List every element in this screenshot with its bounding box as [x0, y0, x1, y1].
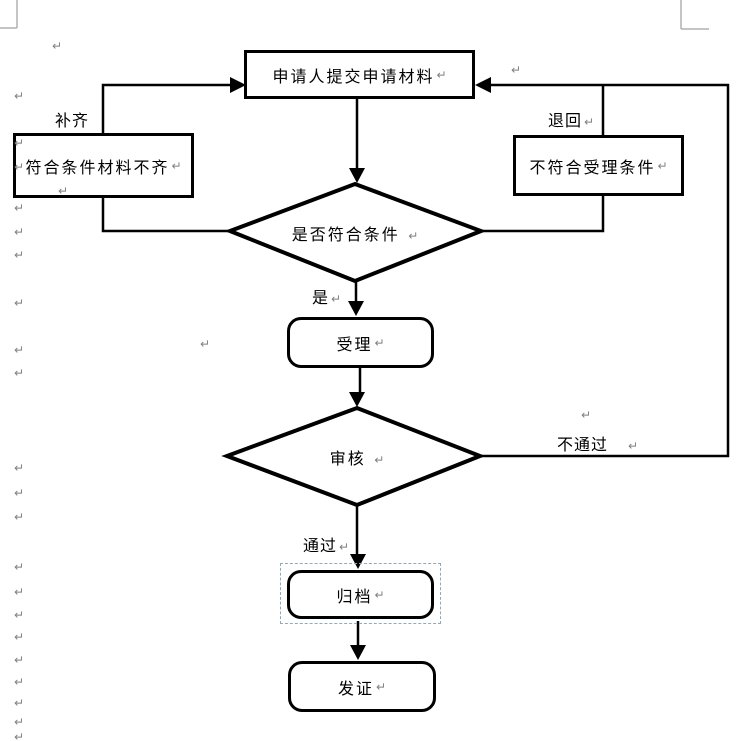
review-diamond-label: 审核 ↵ [329, 451, 385, 468]
paragraph-mark-icon: ↵ [14, 296, 25, 310]
edge-review-fail-loop [480, 83, 730, 458]
paragraph-mark-icon: ↵ [14, 560, 25, 574]
paragraph-mark-icon: ↵ [374, 587, 385, 602]
paragraph-mark-icon: ↵ [58, 184, 69, 198]
paragraph-mark-icon: ↵ [581, 408, 592, 422]
paragraph-mark-icon: ↵ [14, 248, 25, 262]
edge-label-yes: 是↵ [312, 290, 342, 307]
arrowhead-into-submit-right [475, 77, 491, 93]
arrowhead-into-check [349, 168, 365, 183]
node-reject-label: 不符合受理条件 [529, 159, 656, 177]
paragraph-mark-icon: ↵ [14, 461, 25, 475]
node-archive-label: 归档 [336, 588, 373, 606]
paragraph-mark-icon: ↵ [375, 679, 387, 694]
paragraph-mark-icon: ↵ [628, 439, 639, 453]
node-reject[interactable]: 不符合受理条件 ↵ [513, 135, 684, 196]
edge-label-fail: 不通过↵ [557, 437, 639, 454]
node-submit-label: 申请人提交申请材料 [272, 68, 435, 86]
paragraph-mark-icon: ↵ [14, 366, 25, 380]
node-issue[interactable]: 发证 ↵ [288, 661, 436, 712]
paragraph-mark-icon: ↵ [14, 653, 25, 667]
paragraph-mark-icon: ↵ [14, 730, 25, 741]
edge-label-return: 退回↵ [548, 113, 595, 130]
arrowhead-into-submit-left [230, 77, 246, 93]
paragraph-mark-icon: ↵ [408, 229, 419, 243]
text-boundary-corner-top-right [680, 0, 709, 30]
paragraph-mark-icon: ↵ [14, 201, 25, 215]
paragraph-mark-icon: ↵ [331, 292, 342, 306]
check-diamond[interactable] [224, 181, 487, 284]
node-incomplete-label: 符合条件材料不齐 [25, 159, 170, 177]
arrowhead-into-archive [350, 554, 366, 569]
paragraph-mark-icon: ↵ [52, 39, 63, 53]
text-boundary-corner-top-left [0, 0, 18, 29]
paragraph-mark-icon: ↵ [14, 675, 25, 689]
paragraph-mark-icon: ↵ [14, 585, 25, 599]
paragraph-mark-icon: ↵ [14, 510, 25, 524]
paragraph-mark-icon: ↵ [14, 343, 25, 357]
paragraph-mark-icon: ↵ [14, 696, 25, 710]
node-accept[interactable]: 受理 ↵ [287, 317, 434, 368]
paragraph-mark-icon: ↵ [200, 337, 211, 351]
paragraph-mark-icon: ↵ [14, 608, 25, 622]
paragraph-mark-icon: ↵ [374, 335, 385, 350]
paragraph-mark-icon: ↵ [14, 630, 25, 644]
paragraph-mark-icon: ↵ [374, 453, 385, 467]
paragraph-mark-icon: ↵ [14, 136, 25, 150]
paragraph-mark-icon: ↵ [511, 63, 522, 77]
paragraph-mark-icon: ↵ [14, 89, 25, 103]
paragraph-mark-icon: ↵ [14, 225, 25, 239]
edge-check-to-reject-loop [481, 85, 605, 233]
paragraph-mark-icon: ↵ [171, 158, 182, 173]
arrowhead-into-review [349, 392, 365, 407]
paragraph-mark-icon: ↵ [436, 67, 447, 82]
edge-label-pass: 通过↵ [303, 538, 350, 555]
node-accept-label: 受理 [336, 336, 373, 354]
node-incomplete[interactable]: 符合条件材料不齐 ↵ [13, 133, 194, 198]
node-issue-label: 发证 [337, 680, 374, 698]
paragraph-mark-icon: ↵ [339, 540, 350, 554]
paragraph-mark-icon: ↵ [14, 486, 25, 500]
paragraph-mark-icon: ↵ [14, 160, 25, 174]
node-submit[interactable]: 申请人提交申请材料 ↵ [244, 50, 475, 99]
review-diamond[interactable] [221, 405, 486, 508]
node-archive[interactable]: 归档 ↵ [287, 570, 434, 619]
paragraph-mark-icon: ↵ [584, 115, 595, 129]
check-diamond-label: 是否符合条件 ↵ [291, 227, 419, 244]
arrowhead-into-accept [348, 301, 364, 316]
paragraph-mark-icon: ↵ [657, 158, 668, 173]
edge-label-supplement: 补齐 [55, 113, 90, 130]
paragraph-mark-icon: ↵ [14, 715, 25, 729]
archive-selection-outline[interactable] [280, 563, 441, 624]
arrowhead-into-issue [350, 645, 366, 660]
